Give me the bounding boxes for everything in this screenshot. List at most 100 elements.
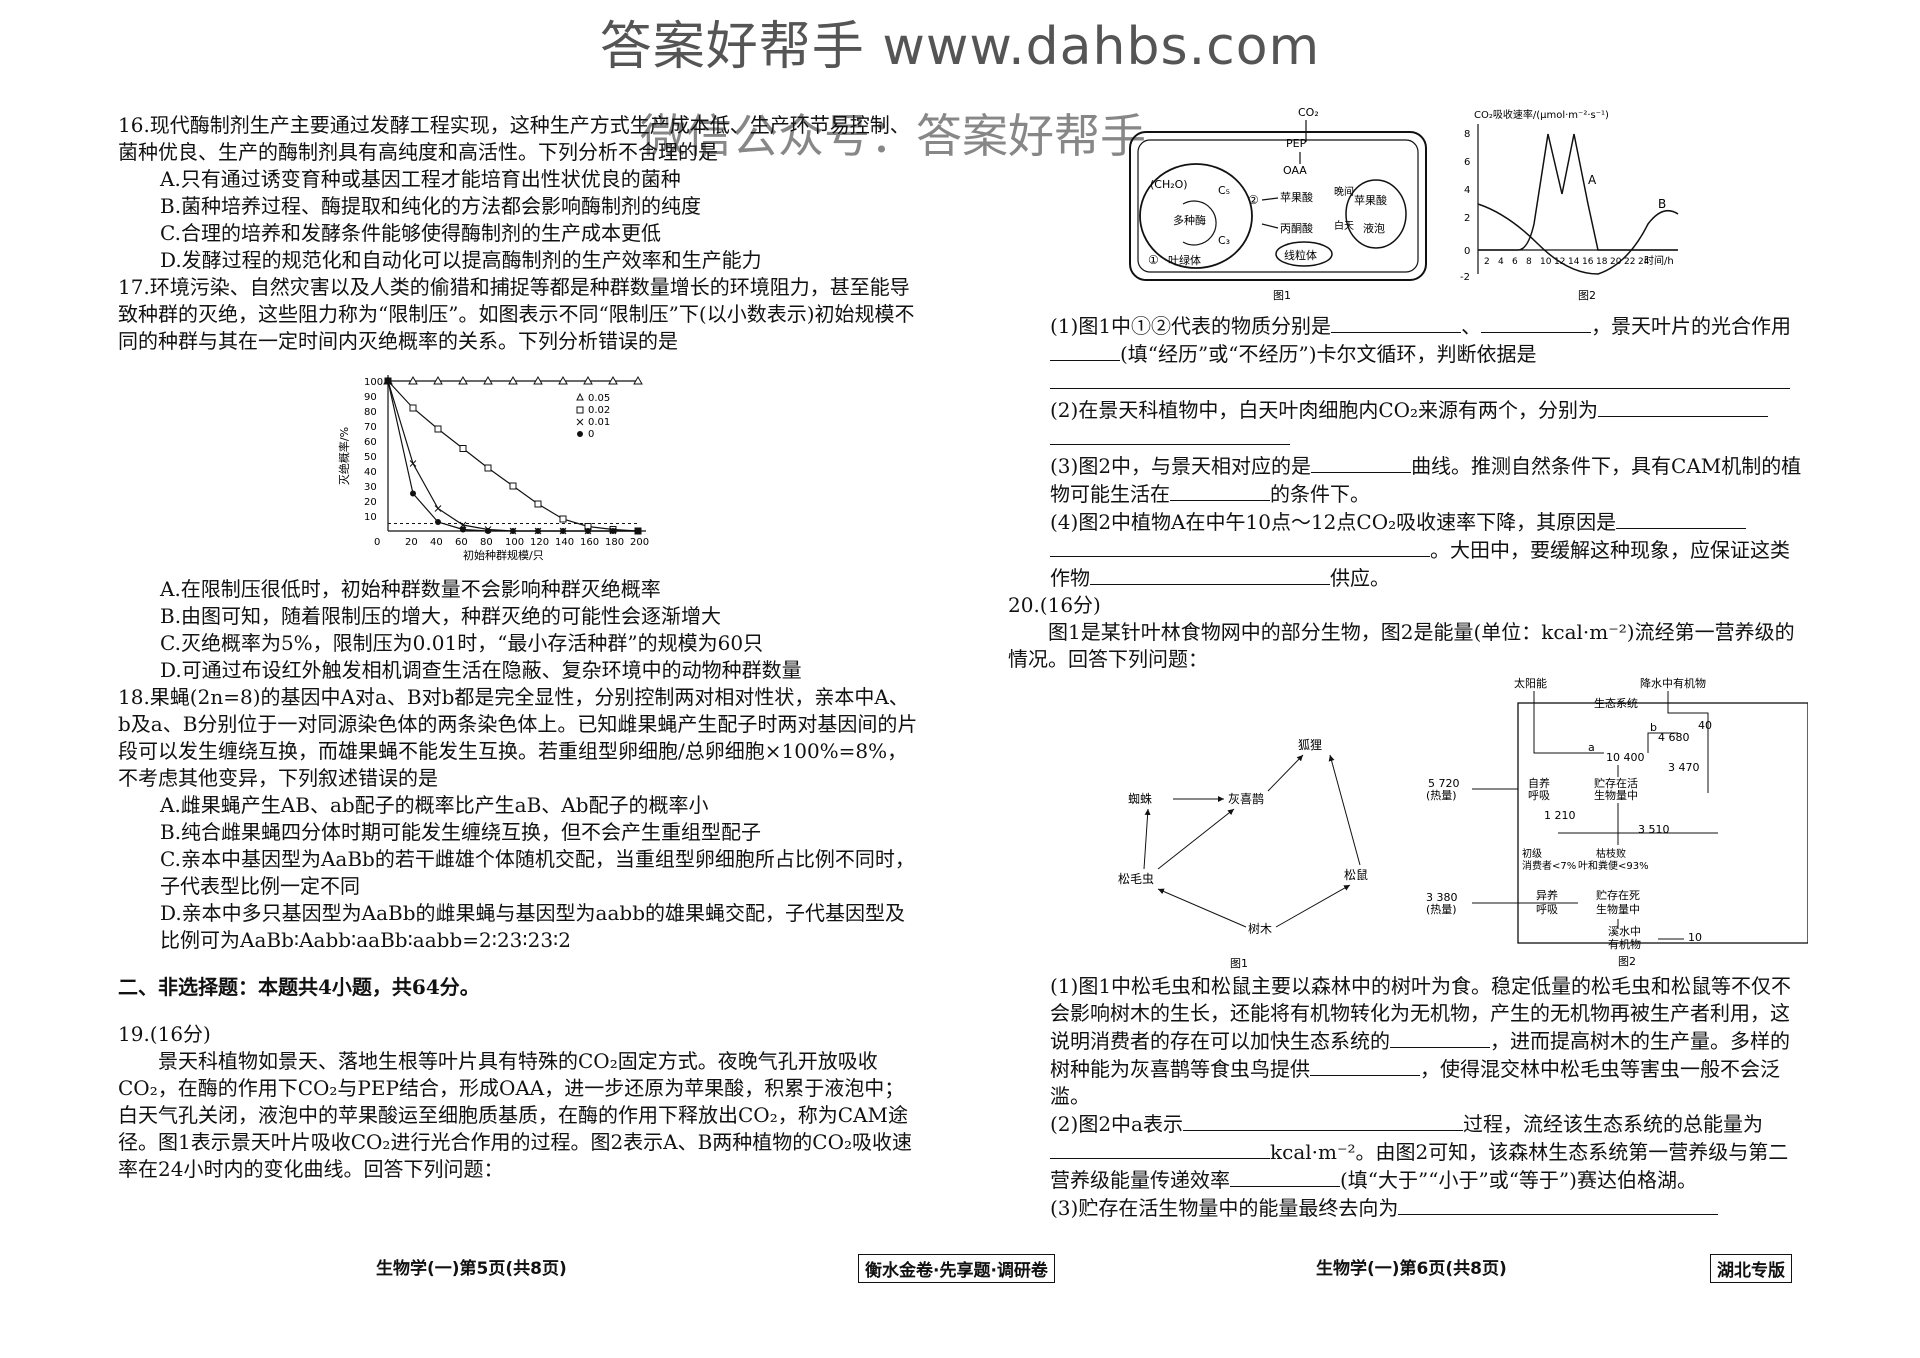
q20-head: 20.(16分) — [1008, 593, 1101, 617]
footer-left: 生物学(一)第5页(共8页) — [376, 1259, 567, 1279]
q16-option-c: C.合理的培养和发酵条件能够使得酶制剂的生产成本更低 — [160, 221, 661, 245]
en-sun: 太阳能 — [1514, 676, 1547, 690]
point-dot — [585, 528, 591, 534]
watermark-top: 答案好帮手 www.dahbs.com — [599, 17, 1321, 77]
point-square — [534, 500, 542, 508]
point-dot — [510, 528, 516, 534]
en-litter2: 叶和粪便<93% — [1578, 859, 1649, 872]
en-biomass: 生物量中 — [1594, 788, 1638, 802]
pyruvate-label: 丙酮酸 — [1280, 221, 1313, 235]
en-1210: 1 210 — [1544, 809, 1576, 822]
en-40: 40 — [1698, 719, 1712, 732]
q20-s2b: 过程，流经该生态系统的总能量为 — [1462, 1112, 1763, 1136]
point-triangle — [633, 375, 643, 385]
q20-stem: 图1是某针叶林食物网中的部分生物，图2是能量(单位：kcal·m⁻²)流经第一营… — [1008, 620, 1795, 671]
question-16: 16.现代酶制剂生产主要通过发酵工程实现，这种生产方式生产成本低、生产环节易控制… — [118, 112, 918, 274]
blank-3[interactable] — [1050, 340, 1120, 361]
blank-14[interactable] — [1182, 1110, 1463, 1131]
point-dot — [460, 526, 466, 533]
fig2-ylabel: CO₂吸收速率/(μmol·m⁻²·s⁻¹) — [1474, 108, 1609, 121]
blank-6[interactable] — [1050, 424, 1290, 445]
point-dot — [560, 528, 566, 534]
x-tick-label: 200 — [630, 537, 649, 548]
left-column: 16.现代酶制剂生产主要通过发酵工程实现，这种生产方式生产成本低、生产环节易控制… — [118, 112, 918, 1183]
node-spider: 蜘蛛 — [1128, 791, 1152, 806]
point-dot — [410, 490, 416, 497]
watermark-middle: 微信公众号：答案好帮手 — [640, 109, 1146, 163]
legend-marker — [577, 431, 583, 437]
section-two-heading: 二、非选择题：本题共4小题，共64分。 — [118, 975, 480, 999]
point-cross — [434, 505, 442, 512]
en-a: a — [1588, 741, 1595, 754]
point-dot — [635, 528, 641, 534]
point-square — [459, 445, 467, 452]
blank-4[interactable] — [1050, 368, 1790, 389]
en-3510: 3 510 — [1638, 823, 1670, 836]
en-caption: 图2 — [1618, 955, 1636, 968]
point-triangle — [558, 375, 568, 385]
fig1-caption: 图1 — [1273, 289, 1291, 302]
fig2-xtick-label: 16 — [1582, 257, 1594, 267]
q19-s1c: ，景天叶片的光合作用 — [1591, 314, 1792, 338]
node-magpie: 灰喜鹊 — [1228, 792, 1264, 806]
blank-16[interactable] — [1230, 1166, 1340, 1187]
curve-b — [1477, 203, 1679, 275]
legend-label: 0 — [588, 429, 594, 440]
q19-figures: CO₂ PEP OAA 苹果酸 晚间 白天 苹果酸 液泡 丙酮酸 线粒体 (CH… — [1008, 106, 1808, 312]
fig2-xtick-label: 22 — [1624, 257, 1635, 267]
x-axis-label: 初始种群规模/只 — [463, 548, 544, 562]
q19-s4c: 供应。 — [1330, 566, 1390, 590]
point-triangle — [458, 375, 468, 385]
blank-1[interactable] — [1331, 312, 1462, 333]
node-tree: 树木 — [1248, 921, 1272, 936]
q20-s2d: (填“大于”“小于”或“等于”)赛达伯格湖。 — [1340, 1168, 1697, 1192]
q16-option-a: A.只有通过诱变育种或基因工程才能培育出性状优良的菌种 — [160, 167, 681, 191]
blank-10[interactable] — [1050, 536, 1430, 557]
y-tick-label: 30 — [364, 482, 377, 493]
x-tick-label: 80 — [480, 537, 493, 548]
blank-12[interactable] — [1390, 1027, 1490, 1048]
q19-s2a: (2)在景天科植物中，白天叶肉细胞内CO₂来源有两个，分别为 — [1050, 398, 1599, 422]
q20-subquestions: (1)图1中松毛虫和松鼠主要以森林中的树叶为食。稳定低量的松毛虫和松鼠等不仅不会… — [1008, 973, 1808, 1222]
energy-flow-diagram: 太阳能 降水中有机物 生态系统 a b 10 400 4 680 40 3 47… — [1426, 676, 1808, 968]
legend-marker — [576, 406, 584, 414]
blank-9[interactable] — [1616, 508, 1747, 529]
fig2-xtick-label: 14 — [1568, 257, 1580, 267]
x-tick-label: 120 — [530, 537, 549, 548]
question-17: 17.环境污染、自然灾害以及人类的偷猎和捕捉等都是种群数量增长的环境阻力，甚至能… — [118, 274, 918, 684]
blank-13[interactable] — [1310, 1055, 1420, 1076]
fig2-xtick-label: 6 — [1512, 257, 1518, 267]
blank-11[interactable] — [1090, 564, 1330, 585]
blank-7[interactable] — [1311, 452, 1412, 473]
en-3380: 3 380 — [1426, 891, 1458, 904]
q19-s4a: (4)图2中植物A在中午10点～12点CO₂吸收速率下降，其原因是 — [1050, 510, 1617, 534]
blank-15[interactable] — [1050, 1138, 1270, 1159]
q16-option-b: B.菌种培养过程、酶提取和纯化的方法都会影响酶制剂的纯度 — [160, 194, 702, 218]
blank-5[interactable] — [1598, 396, 1769, 417]
en-heat2: (热量) — [1426, 903, 1457, 916]
marker-2: ② — [1248, 193, 1259, 207]
legend-label: 0.05 — [588, 393, 610, 404]
fig2-xtick-label: 8 — [1526, 257, 1532, 267]
q19-head: 19.(16分) — [118, 1022, 211, 1046]
en-self: 自养 — [1528, 776, 1550, 790]
x-tick-label: 20 — [405, 537, 418, 548]
point-triangle — [533, 375, 543, 385]
food-caption: 图1 — [1230, 957, 1248, 970]
fig2-ytick-4: 4 — [1464, 185, 1470, 196]
en-resp: 呼吸 — [1528, 789, 1550, 802]
y-tick-label: 50 — [364, 452, 377, 463]
en-4680: 4 680 — [1658, 731, 1690, 744]
blank-8[interactable] — [1170, 480, 1270, 501]
point-dot — [535, 528, 541, 534]
q18-stem: 18.果蝇(2n=8)的基因中A对a、B对b都是完全显性，分别控制两对相对性状，… — [118, 685, 918, 790]
blank-17[interactable] — [1398, 1194, 1719, 1215]
q19-s1b: 、 — [1461, 314, 1482, 338]
oaa-label: OAA — [1283, 164, 1307, 177]
q20-s2a: (2)图2中a表示 — [1050, 1112, 1183, 1136]
q17-stem: 17.环境污染、自然灾害以及人类的偷猎和捕捉等都是种群数量增长的环境阻力，甚至能… — [118, 275, 915, 353]
en-biomass2: 生物量中 — [1596, 902, 1640, 916]
c3-label: C₃ — [1218, 234, 1230, 247]
en-water: 溪水中 — [1608, 925, 1641, 938]
blank-2[interactable] — [1481, 312, 1592, 333]
